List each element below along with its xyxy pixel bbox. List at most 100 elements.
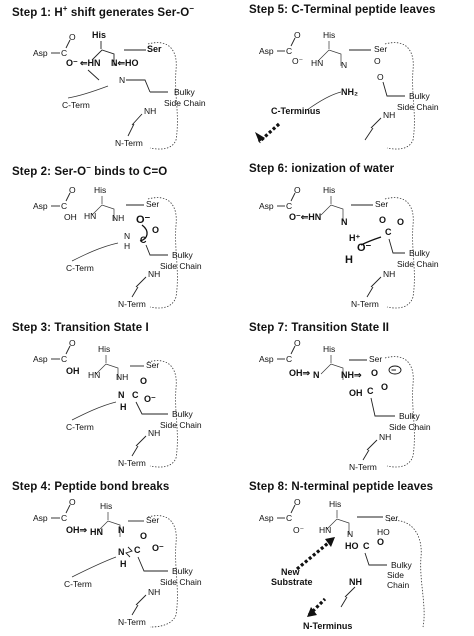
structure-label: NH bbox=[116, 372, 128, 382]
structure-label: O bbox=[379, 215, 386, 225]
structure-label: C bbox=[61, 48, 67, 58]
structure-label: H bbox=[345, 254, 353, 266]
structure-label: Asp bbox=[259, 513, 274, 523]
structure-label: N-Term bbox=[351, 299, 379, 309]
structure-label: O⁻ bbox=[293, 525, 305, 535]
n-terminus-label: N-Terminus bbox=[303, 621, 352, 631]
structure-label: C bbox=[61, 201, 67, 211]
structure-label: Side bbox=[387, 570, 404, 580]
step-7-title: Step 7: Transition State II bbox=[249, 322, 390, 334]
structure-label: ⇐HN bbox=[80, 58, 101, 68]
structure-label: O bbox=[381, 382, 388, 392]
structure-label: Ser bbox=[374, 44, 387, 54]
structure-label: O bbox=[397, 217, 404, 227]
structure-label: OH bbox=[64, 212, 77, 222]
structure-label: N-Term bbox=[118, 299, 146, 309]
step-3-structure: Asp C O OH His HN NH Ser O C O⁻ N H Bulk… bbox=[33, 338, 202, 468]
structure-label: OH⇒ bbox=[66, 525, 88, 535]
structure-label: Ser bbox=[369, 354, 382, 364]
structure-label: Side Chain bbox=[164, 98, 206, 108]
structure-label: Side Chain bbox=[160, 261, 202, 271]
his-label: His bbox=[92, 30, 106, 40]
structure-label: Asp bbox=[259, 201, 274, 211]
step-1-panel: Step 1: H+ shift generates Ser-O− Asp C … bbox=[0, 0, 237, 159]
structure-label: Asp bbox=[259, 46, 274, 56]
structure-label: NH₂ bbox=[341, 87, 358, 97]
structure-label: H bbox=[120, 402, 127, 412]
step-8-panel: Step 8: N-terminal peptide leaves Asp C … bbox=[237, 477, 474, 636]
structure-label: Ser bbox=[375, 199, 388, 209]
structure-label: − bbox=[391, 365, 396, 375]
structure-label: His bbox=[323, 30, 335, 40]
structure-label: HO bbox=[345, 541, 359, 551]
structure-label: C bbox=[385, 227, 392, 237]
step-2-panel: Step 2: Ser-O− binds to C=O Asp C O OH H… bbox=[0, 159, 237, 318]
structure-label: Ser bbox=[385, 513, 398, 523]
step-2-title: Step 2: Ser-O− binds to C=O bbox=[12, 163, 168, 178]
structure-label: H⁺ bbox=[349, 233, 360, 243]
c-term-label: C-Term bbox=[62, 100, 90, 110]
structure-label: NH bbox=[112, 213, 124, 223]
structure-label: His bbox=[100, 501, 112, 511]
structure-label: Bulky bbox=[391, 560, 413, 570]
step-8-structure: Asp C O O⁻ His HN N Ser HO HO C O Bulky … bbox=[259, 497, 425, 631]
structure-label: HN bbox=[88, 370, 100, 380]
structure-label: O bbox=[294, 30, 301, 40]
structure-label: OH bbox=[66, 366, 80, 376]
structure-label: C bbox=[134, 545, 141, 555]
step-5-structure: Asp C O O⁻ His HN N Ser O O Bulky Side C… bbox=[255, 30, 439, 150]
structure-label: N bbox=[313, 370, 320, 380]
structure-label: Asp bbox=[33, 513, 48, 523]
structure-label: N⇐HO bbox=[111, 58, 139, 68]
structure-label: C-Term bbox=[66, 422, 94, 432]
step-1-structure: Asp C O O⁻ ⇐HN His N⇐HO Ser N Bulky Side… bbox=[33, 30, 206, 150]
structure-label: C bbox=[286, 46, 292, 56]
ser-label: Ser bbox=[147, 44, 162, 54]
structure-label: O⁻ bbox=[144, 394, 156, 404]
structure-label: NH bbox=[349, 577, 362, 587]
structure-label: Bulky bbox=[399, 411, 421, 421]
structure-label: His bbox=[94, 185, 106, 195]
structure-label: Asp bbox=[259, 354, 274, 364]
step-1-title: Step 1: H+ shift generates Ser-O− bbox=[12, 4, 195, 19]
structure-label: O bbox=[152, 225, 159, 235]
structure-label: Ser bbox=[146, 515, 159, 525]
step-4-panel: Step 4: Peptide bond breaks Asp C O OH⇒ … bbox=[0, 477, 237, 636]
structure-label: O bbox=[377, 72, 384, 82]
structure-label: Side Chain bbox=[160, 577, 202, 587]
structure-label: C bbox=[367, 386, 374, 396]
structure-label: N bbox=[119, 75, 125, 85]
structure-label: N bbox=[118, 525, 125, 535]
structure-label: N bbox=[341, 217, 348, 227]
structure-label: O⁻ bbox=[357, 242, 372, 254]
structure-label: Bulky bbox=[172, 566, 194, 576]
structure-label: O⁻ bbox=[66, 58, 78, 68]
n-term-label: N-Term bbox=[115, 138, 143, 148]
structure-label: His bbox=[323, 185, 335, 195]
structure-label: HN bbox=[319, 525, 331, 535]
structure-label: N bbox=[118, 547, 125, 557]
structure-label: Asp bbox=[33, 201, 48, 211]
structure-label: C bbox=[286, 354, 292, 364]
step-6-panel: Step 6: ionization of water Asp C O O⁻⇐H… bbox=[237, 159, 474, 318]
c-terminus-label: C-Terminus bbox=[271, 106, 320, 116]
structure-label: O⁻ bbox=[136, 214, 151, 226]
structure-label: OH⇒ bbox=[289, 368, 311, 378]
structure-label: O bbox=[140, 531, 147, 541]
structure-label: N bbox=[341, 60, 347, 70]
structure-label: C bbox=[286, 513, 292, 523]
structure-label: OH bbox=[349, 388, 363, 398]
structure-label: C bbox=[140, 235, 147, 245]
structure-label: Side Chain bbox=[389, 422, 431, 432]
structure-label: O bbox=[69, 185, 76, 195]
new-substrate-label: Substrate bbox=[271, 577, 313, 587]
structure-label: O⁻ bbox=[152, 543, 164, 553]
structure-label: NH bbox=[383, 269, 395, 279]
structure-label: Side Chain bbox=[397, 259, 439, 269]
structure-label: N-Term bbox=[118, 458, 146, 468]
negative-charge-marker bbox=[388, 365, 402, 375]
step-8-title: Step 8: N-terminal peptide leaves bbox=[249, 481, 434, 493]
structure-label: HO bbox=[377, 527, 390, 537]
structure-label: O⁻⇐HN bbox=[289, 212, 321, 222]
structure-label: Ser bbox=[146, 199, 159, 209]
